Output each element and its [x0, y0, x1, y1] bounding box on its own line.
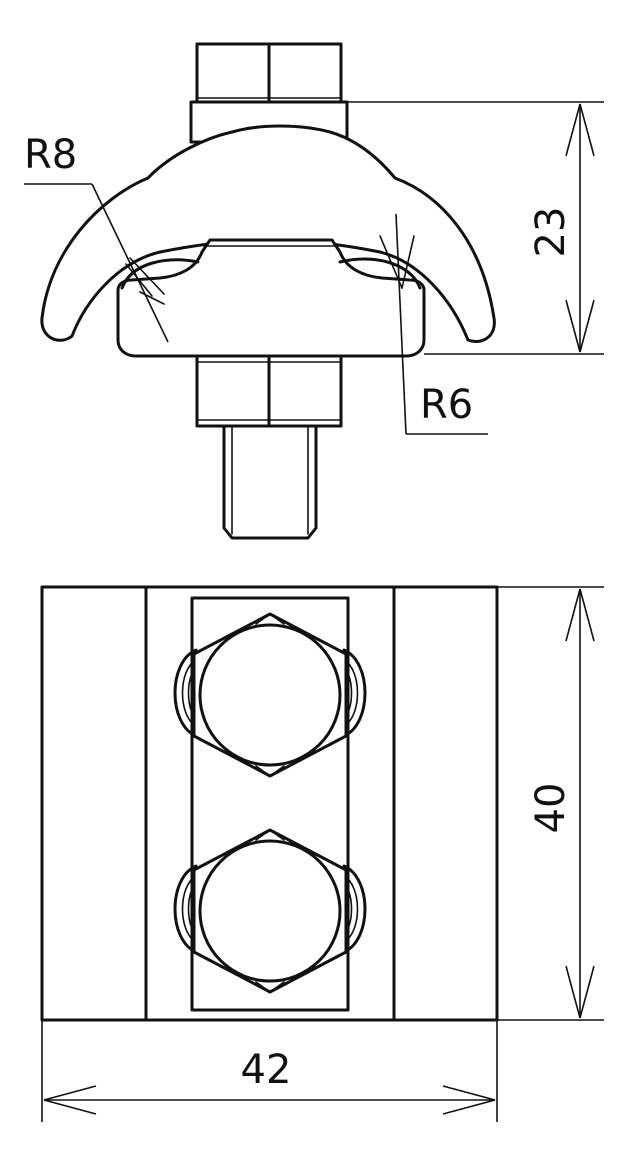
plan-view: 40 42: [40, 585, 604, 1122]
r6-leader: [379, 213, 488, 435]
dimension-40: [497, 586, 604, 1021]
bolt-shank: [222, 424, 318, 540]
clamp-arch: [40, 124, 496, 343]
label-23: 23: [528, 207, 574, 258]
bottom-nut: [195, 354, 343, 428]
clamp-plate: [116, 238, 426, 358]
label-42: 42: [241, 1047, 292, 1093]
hex-nut-upper: [192, 612, 348, 778]
dimension-42: [41, 1020, 498, 1122]
plate-groove-left: [120, 258, 200, 290]
label-r6: R6: [420, 382, 473, 428]
top-nut: [195, 42, 343, 104]
dimension-23: [347, 101, 604, 355]
hex-nut-lower: [192, 828, 348, 994]
r8-leader: [24, 183, 169, 343]
side-view: R8 R6 23: [24, 42, 604, 540]
label-r8: R8: [24, 132, 77, 178]
label-40: 40: [528, 783, 574, 834]
plate-groove-right: [338, 257, 422, 290]
